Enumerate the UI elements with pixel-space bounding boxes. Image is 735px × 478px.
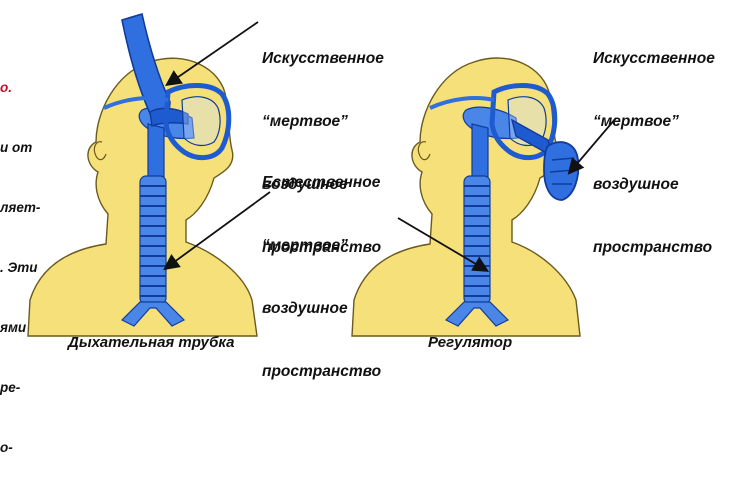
label-line: пространство	[262, 361, 381, 382]
fragment-line-7: о-	[0, 438, 40, 458]
regulator-diver-figure	[352, 58, 580, 336]
fragment-line-5: ями	[0, 318, 40, 338]
fragment-line-6: ре-	[0, 378, 40, 398]
label-line: Естественное	[262, 172, 381, 193]
fragment-line-4: . Эти	[0, 258, 40, 278]
label-line: “мертвое”	[262, 235, 381, 256]
label-line: Искусственное	[593, 48, 715, 69]
left-mask-glass	[182, 97, 220, 146]
fragment-line-1: о.	[0, 78, 40, 98]
label-line: Искусственное	[262, 48, 384, 69]
left-trachea	[140, 176, 166, 304]
caption-regulator: Регулятор	[428, 334, 512, 351]
label-line: “мертвое”	[262, 111, 384, 132]
fragment-line-2: и от	[0, 138, 40, 158]
caption-snorkel: Дыхательная трубка	[68, 334, 235, 351]
label-line: пространство	[593, 237, 715, 258]
fragment-line-3: ляет-	[0, 198, 40, 218]
label-line: “мертвое”	[593, 111, 715, 132]
cropped-text-fragment: о. и от ляет- . Эти ями ре- о-	[0, 38, 40, 478]
label-line: воздушное	[262, 298, 381, 319]
right-pharynx	[472, 124, 488, 178]
label-natural-dead-space: Естественное “мертвое” воздушное простра…	[262, 130, 381, 403]
snorkel-diver-figure	[28, 14, 257, 336]
right-trachea	[464, 176, 490, 304]
left-pharynx	[148, 124, 164, 178]
label-line: воздушное	[593, 174, 715, 195]
label-right-artificial-dead-space: Искусственное “мертвое” воздушное простр…	[593, 6, 715, 279]
